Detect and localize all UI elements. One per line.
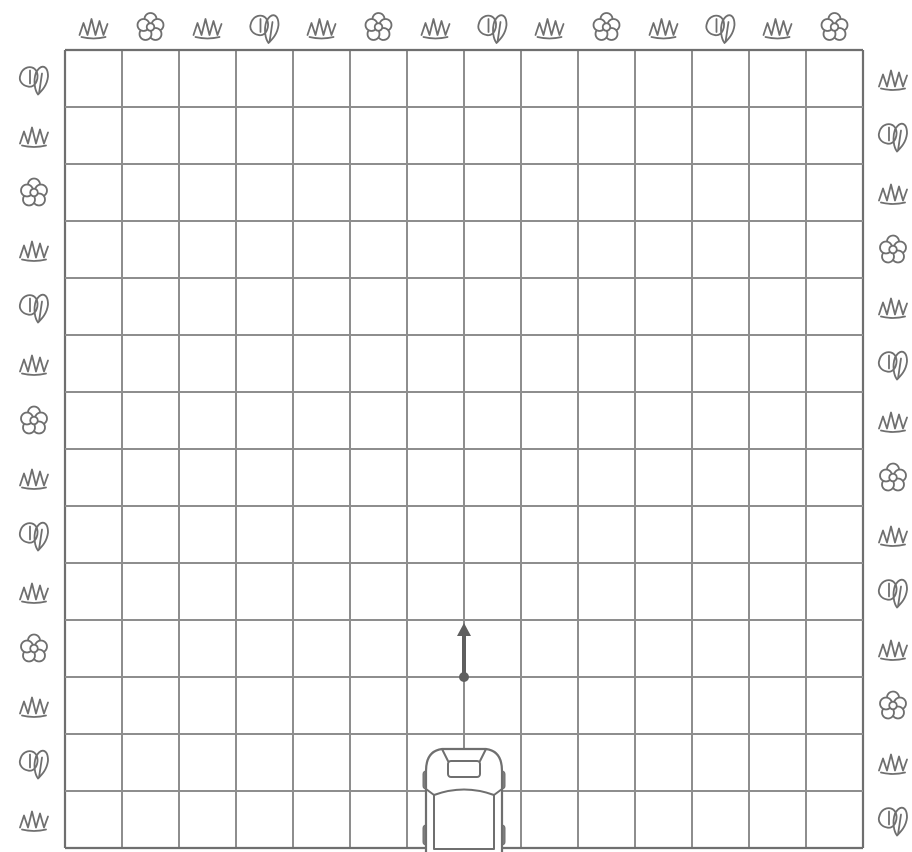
left-decoration-column [20,67,48,831]
leaf-icon [250,15,278,43]
grass-icon [20,698,48,718]
grass-icon [20,812,48,832]
flower-icon [880,692,906,719]
leaf-icon [20,67,48,95]
grass-icon [80,19,108,39]
flower-icon [21,407,47,434]
leaf-icon [20,523,48,551]
grass-icon [764,19,792,39]
leaf-icon [879,124,907,152]
grass-icon [879,71,907,91]
top-decoration-row [80,13,848,43]
flower-icon [822,13,848,40]
flower-icon [138,13,164,40]
grass-icon [20,356,48,376]
grass-icon [650,19,678,39]
grass-icon [879,755,907,775]
flower-icon [366,13,392,40]
movement-arrow [457,623,471,682]
flower-icon [880,236,906,263]
right-decoration-column [879,71,907,836]
grass-icon [308,19,336,39]
arrow-up-icon [457,623,471,636]
grass-icon [20,128,48,148]
grass-icon [879,299,907,319]
grass-icon [20,584,48,604]
grass-icon [879,185,907,205]
car-body [423,749,505,852]
board-grid [65,50,863,848]
grass-icon [536,19,564,39]
grass-icon [422,19,450,39]
leaf-icon [879,808,907,836]
leaf-icon [20,751,48,779]
arrow-origin-dot [459,672,469,682]
leaf-icon [478,15,506,43]
car-icon [423,749,505,852]
leaf-icon [879,580,907,608]
leaf-icon [879,352,907,380]
leaf-icon [20,295,48,323]
grass-icon [20,470,48,490]
flower-icon [21,635,47,662]
flower-icon [594,13,620,40]
leaf-icon [706,15,734,43]
grass-icon [194,19,222,39]
grass-icon [20,242,48,262]
flower-icon [880,464,906,491]
grass-icon [879,527,907,547]
grass-icon [879,413,907,433]
flower-icon [21,179,47,206]
grass-icon [879,641,907,661]
